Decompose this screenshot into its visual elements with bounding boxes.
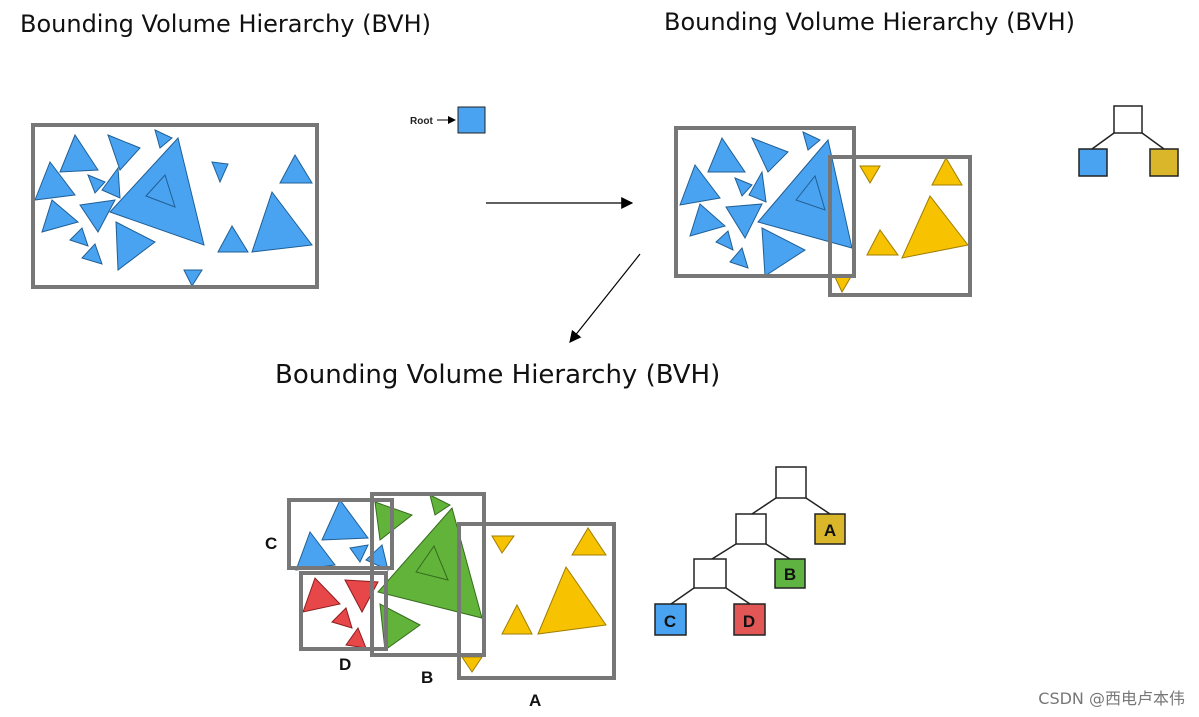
title-step-3: Bounding Volume Hierarchy (BVH)	[275, 360, 721, 390]
panel-2-left-box	[674, 126, 856, 278]
panel-1-root-box	[31, 123, 319, 289]
box-b-label: B	[421, 668, 433, 687]
tree-3: A B C D	[654, 466, 846, 636]
panel-2-right-box	[828, 155, 972, 297]
box-d	[299, 571, 388, 651]
tree-3-inner-node-2	[693, 558, 727, 589]
box-b	[370, 492, 486, 657]
root-label: Root	[410, 116, 433, 127]
box-a	[457, 522, 616, 680]
arrow-step-2-to-3	[569, 253, 641, 343]
panel-1-inner-triangle	[145, 174, 176, 208]
panel-1-triangles	[34, 129, 313, 288]
panel-2-blue-triangles	[679, 131, 853, 277]
tree-3-node-a	[814, 513, 846, 545]
watermark: CSDN @西电卢本伟	[1038, 689, 1185, 708]
tree-3-node-d	[733, 603, 766, 636]
tree-3-node-c-label: C	[664, 612, 676, 631]
box-c	[287, 498, 394, 570]
panel-3-inner-triangle	[415, 544, 449, 581]
tree-2-root-node	[1113, 105, 1143, 134]
box-d-label: D	[339, 655, 351, 674]
tree-2-right-node	[1149, 148, 1179, 177]
tree-3-node-d-label: D	[743, 612, 755, 631]
panel-2-inner-triangle	[795, 174, 826, 211]
panel-3-yellow-triangles	[461, 527, 607, 673]
title-step-2: Bounding Volume Hierarchy (BVH)	[664, 8, 1075, 36]
title-step-1: Bounding Volume Hierarchy (BVH)	[20, 10, 431, 38]
root-node	[457, 106, 486, 134]
tree-3-node-b-label: B	[784, 565, 796, 584]
tree-3-node-c	[654, 603, 687, 636]
tree-3-node-b	[774, 558, 806, 589]
tree-3-node-a-label: A	[824, 521, 836, 540]
panel-3-blue-triangles	[295, 499, 389, 571]
tree-3-inner-node-1	[735, 513, 767, 545]
tree-2-left-node	[1078, 148, 1108, 177]
box-c-label: C	[265, 534, 277, 553]
tree-2	[1078, 105, 1179, 177]
tree-3-root-node	[775, 466, 807, 499]
panel-3-red-triangles	[302, 577, 379, 649]
box-a-label: A	[529, 691, 541, 710]
